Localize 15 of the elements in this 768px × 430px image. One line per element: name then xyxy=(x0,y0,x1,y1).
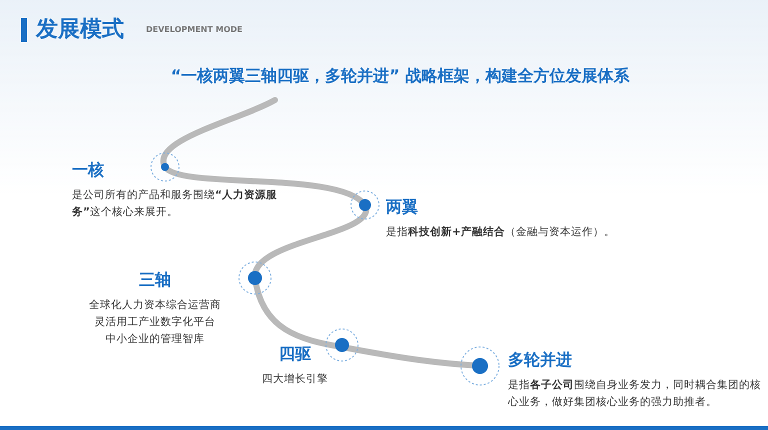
subtitle: DEVELOPMENT MODE xyxy=(146,25,242,34)
stage-heading: 两翼 xyxy=(386,197,418,218)
stage-description: 是指各子公司围绕自身业务发力，同时耦合集团的核心业务，做好集团核心业务的强力助推者。 xyxy=(508,378,762,410)
stage-description: 中小企业的管理智库 xyxy=(104,332,206,347)
stage-description: 灵活用工产业数字化平台 xyxy=(94,314,216,330)
stage-description: 全球化人力资本综合运营商 xyxy=(88,298,222,313)
stage-description: 四大增长引擎 xyxy=(261,372,329,387)
stage-description: 是指科技创新+产融结合（金融与资本运作）。 xyxy=(386,225,616,240)
stage-heading: 三轴 xyxy=(139,270,171,291)
headline: “一核两翼三轴四驱，多轮并进” 战略框架，构建全方位发展体系 xyxy=(170,66,630,87)
stage-heading: 一核 xyxy=(72,160,104,181)
stage-heading: 四驱 xyxy=(279,344,311,365)
stage-description: 是公司所有的产品和服务围绕“人力资源服务”这个核心来展开。 xyxy=(72,188,277,220)
slide-title: 发展模式 xyxy=(36,16,124,44)
stage-heading: 多轮并进 xyxy=(508,350,572,371)
